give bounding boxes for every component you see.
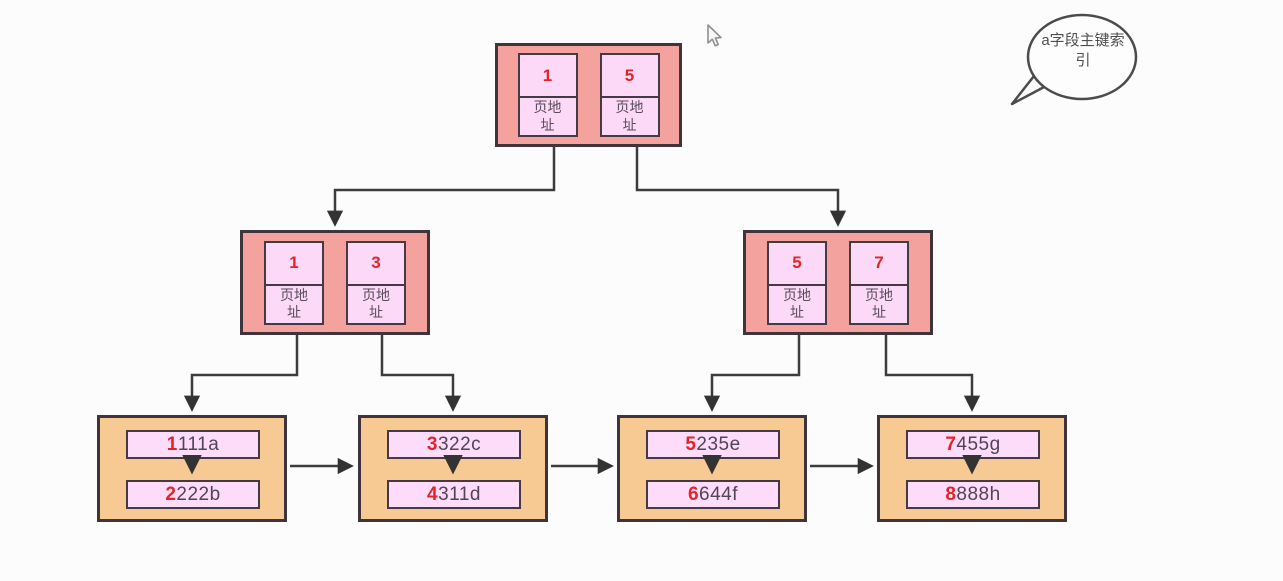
root-cell-0: 1 页地址 bbox=[517, 53, 578, 137]
speech-bubble-label: a字段主键索引 bbox=[1041, 32, 1125, 70]
record-key: 5 bbox=[685, 433, 697, 455]
page-address-label: 页地址 bbox=[615, 99, 644, 133]
key-value: 3 bbox=[348, 243, 404, 286]
edge-internal-right-to-leaf-4 bbox=[884, 334, 981, 412]
record-data: 644f bbox=[699, 483, 739, 505]
speech-bubble-tail bbox=[1010, 74, 1048, 106]
key-value: 1 bbox=[519, 55, 576, 98]
root-node: 1 页地址 5 页地址 bbox=[495, 43, 682, 147]
record-data: 322c bbox=[437, 433, 482, 455]
internal-right-cell-1: 7 页地址 bbox=[849, 240, 909, 325]
record-key: 7 bbox=[945, 433, 957, 455]
internal-left-cell-1: 3 页地址 bbox=[346, 240, 406, 325]
record-key: 6 bbox=[687, 483, 700, 505]
edge-internal-left-to-leaf-2 bbox=[380, 334, 462, 412]
record-data: 311d bbox=[438, 483, 481, 505]
record-data: 111a bbox=[177, 433, 220, 455]
key-value: 7 bbox=[851, 243, 907, 286]
edge-internal-left-to-leaf-1 bbox=[183, 334, 299, 412]
internal-node-right: 5 页地址 7 页地址 bbox=[743, 230, 933, 335]
key-value: 5 bbox=[601, 55, 658, 98]
mouse-cursor bbox=[707, 24, 722, 47]
record-data: 455g bbox=[956, 433, 1001, 455]
page-address-label: 页地址 bbox=[362, 286, 390, 321]
key-value: 5 bbox=[769, 243, 825, 286]
page-address-label: 页地址 bbox=[783, 286, 811, 321]
internal-node-left: 1 页地址 3 页地址 bbox=[240, 230, 430, 335]
record-key: 1 bbox=[166, 433, 178, 455]
record-key: 2 bbox=[165, 483, 177, 505]
edge-root-to-internal-right bbox=[635, 146, 847, 227]
edge-internal-right-to-leaf-3 bbox=[703, 334, 801, 412]
record-key: 4 bbox=[427, 483, 439, 505]
page-address-label: 页地址 bbox=[865, 286, 893, 321]
record-key: 8 bbox=[945, 483, 957, 505]
edge-root-to-internal-left bbox=[326, 146, 556, 227]
page-address-label: 页地址 bbox=[533, 99, 562, 133]
internal-right-cell-0: 5 页地址 bbox=[767, 240, 827, 325]
page-address-label: 页地址 bbox=[280, 286, 308, 321]
root-cell-1: 5 页地址 bbox=[599, 53, 660, 137]
key-value: 1 bbox=[266, 243, 322, 286]
internal-left-cell-0: 1 页地址 bbox=[264, 240, 324, 325]
record-data: 235e bbox=[696, 433, 741, 455]
record-key: 3 bbox=[426, 433, 438, 455]
record-data: 222b bbox=[176, 483, 221, 505]
record-data: 888h bbox=[956, 483, 1001, 505]
